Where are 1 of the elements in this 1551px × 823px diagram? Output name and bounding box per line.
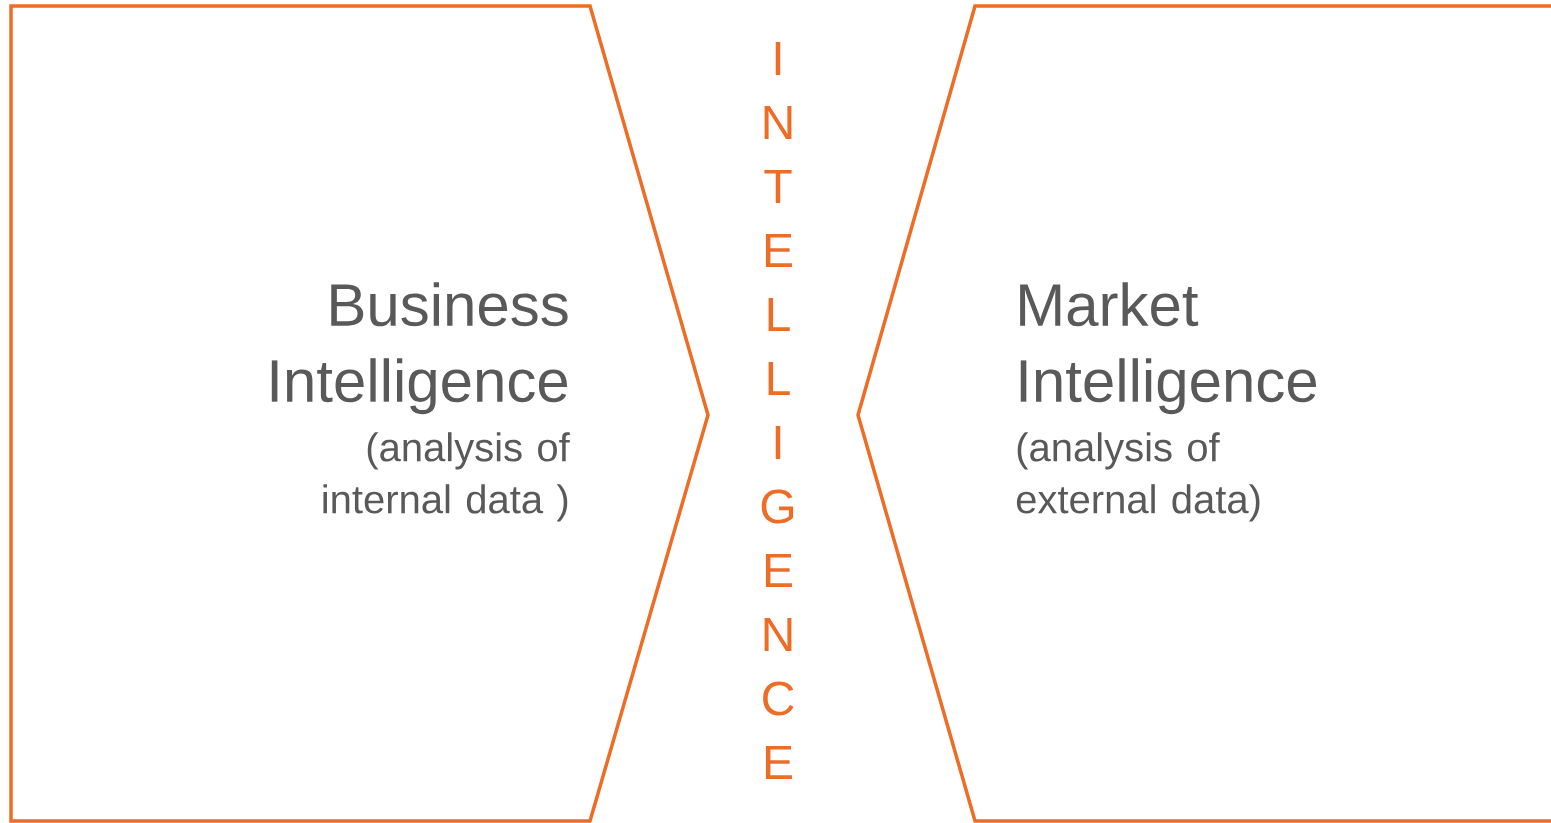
vertical-text: INTELLIGENCE [761, 41, 794, 779]
